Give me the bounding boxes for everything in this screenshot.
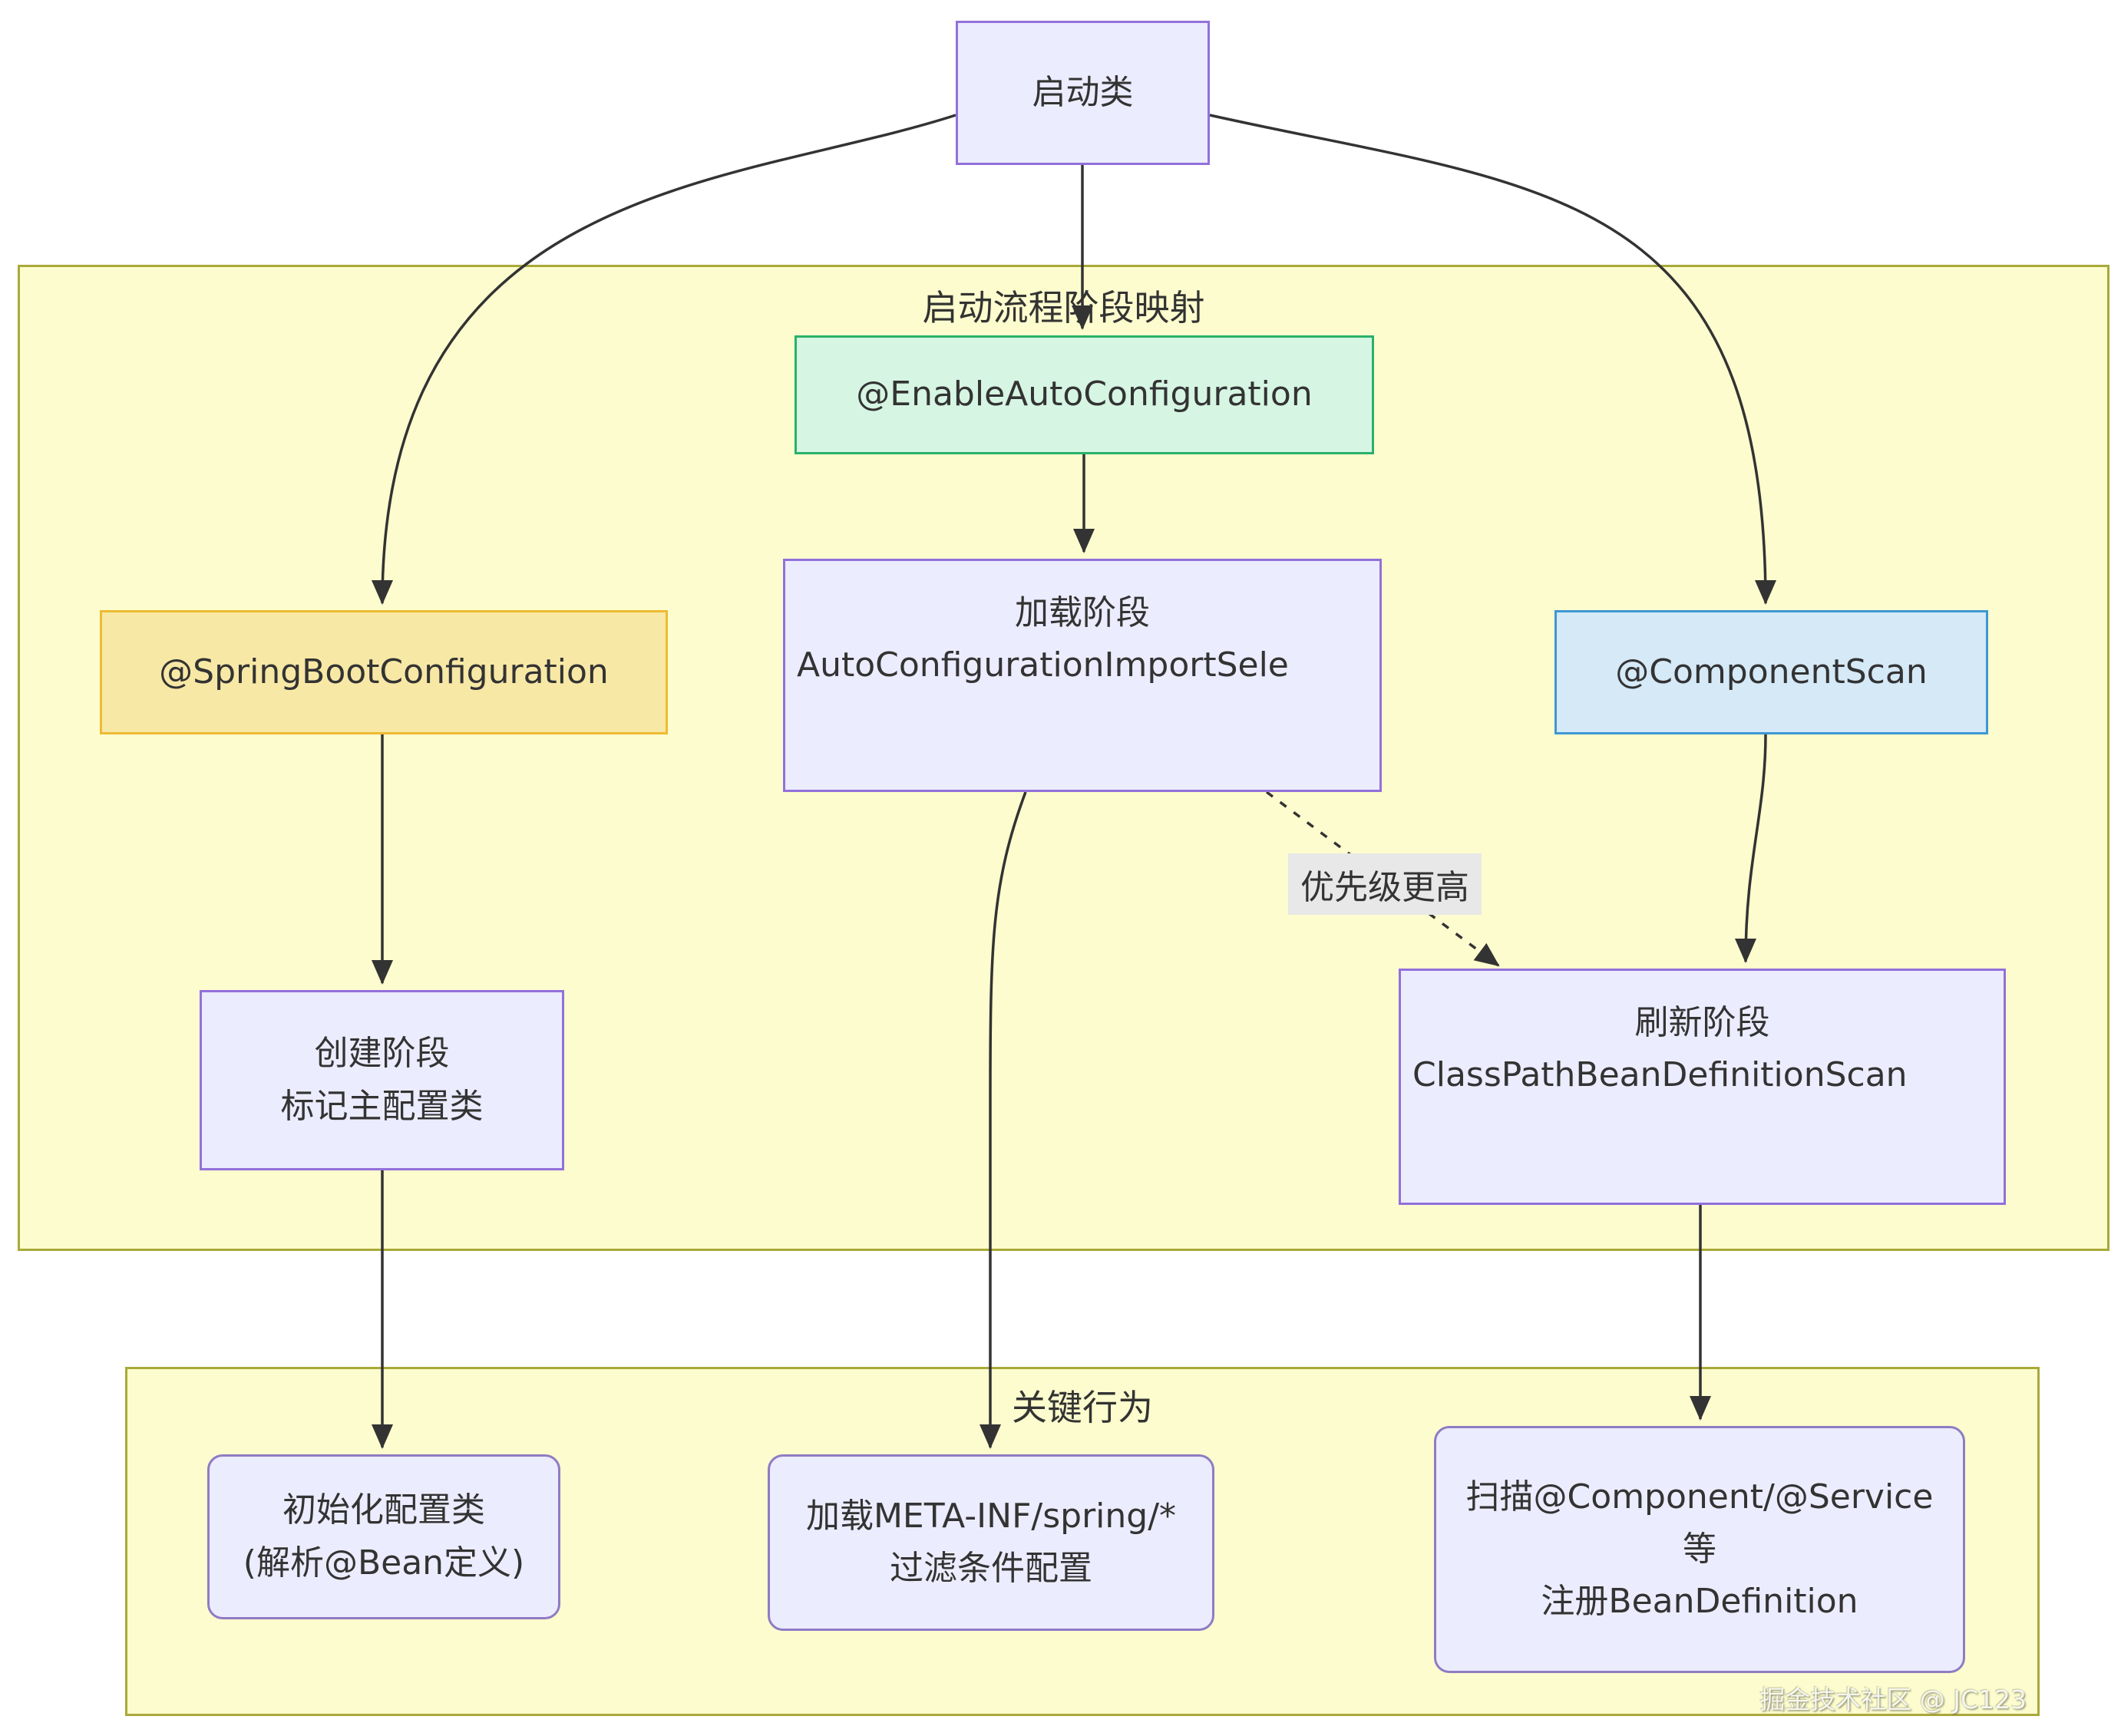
edge-component-scan-to-refresh-phase (1735, 734, 1767, 963)
node-create-phase-line2: 标记主配置类 (280, 1086, 484, 1126)
node-init-config-line2: (解析@Bean定义) (243, 1543, 525, 1583)
edge-load-phase-to-refresh-phase-dashed (1265, 790, 1500, 967)
node-enable-auto-configuration: @EnableAutoConfiguration (795, 335, 1374, 454)
node-create-phase: 创建阶段 标记主配置类 (200, 990, 564, 1170)
container-phase-mapping-title: 启动流程阶段映射 (922, 287, 1205, 328)
node-load-phase-line1: 加载阶段 (1015, 593, 1150, 632)
node-enable-auto-configuration-label: @EnableAutoConfiguration (856, 375, 1313, 414)
edge-start-to-component-scan (1209, 114, 1776, 605)
node-refresh-phase-line1: 刷新阶段 (1634, 1003, 1770, 1042)
node-init-config-line1: 初始化配置类 (282, 1490, 485, 1530)
node-load-meta-inf: 加载META-INF/spring/* 过滤条件配置 (768, 1454, 1214, 1631)
node-create-phase-line1: 创建阶段 (314, 1034, 450, 1074)
node-scan-register-line2: 等 (1683, 1529, 1716, 1569)
edge-start-to-spring-boot-configuration (372, 114, 956, 605)
node-scan-register-line1: 扫描@Component/@Service (1465, 1477, 1934, 1517)
node-load-phase-line2: AutoConfigurationImportSele (797, 645, 1289, 685)
edge-load-phase-to-load-meta-inf (980, 791, 1027, 1449)
node-refresh-phase: 刷新阶段 ClassPathBeanDefinitionScan (1399, 969, 2006, 1205)
node-refresh-phase-line2: ClassPathBeanDefinitionScan (1412, 1055, 1908, 1095)
node-component-scan: @ComponentScan (1554, 610, 1988, 734)
edge-label-priority: 优先级更高 (1288, 853, 1482, 915)
node-component-scan-label: @ComponentScan (1615, 652, 1928, 691)
node-init-config: 初始化配置类 (解析@Bean定义) (207, 1454, 560, 1619)
node-spring-boot-configuration-label: @SpringBootConfiguration (159, 652, 609, 691)
node-spring-boot-configuration: @SpringBootConfiguration (100, 610, 668, 734)
node-load-meta-inf-line1: 加载META-INF/spring/* (805, 1496, 1177, 1536)
node-scan-register-line3: 注册BeanDefinition (1541, 1582, 1858, 1622)
node-start: 启动类 (956, 21, 1210, 165)
node-scan-register: 扫描@Component/@Service 等 注册BeanDefinition (1434, 1426, 1965, 1673)
container-key-behaviors-title: 关键行为 (1012, 1387, 1153, 1428)
node-start-label: 启动类 (1032, 72, 1134, 112)
node-load-meta-inf-line2: 过滤条件配置 (890, 1549, 1092, 1588)
watermark: 掘金技术社区 @ JC123 (1759, 1685, 2027, 1715)
node-load-phase: 加载阶段 AutoConfigurationImportSele (783, 559, 1382, 792)
